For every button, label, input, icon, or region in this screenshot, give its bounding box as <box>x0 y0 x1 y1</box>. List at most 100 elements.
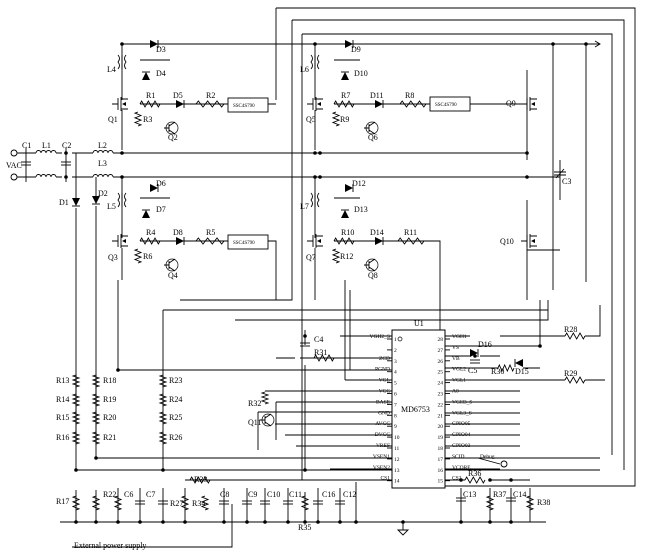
capacitor <box>219 500 229 505</box>
ref-label: R32 <box>248 399 261 408</box>
junction-dot <box>316 520 320 524</box>
ref-label: D7 <box>156 205 166 214</box>
inductor <box>35 174 57 178</box>
capacitor <box>242 500 252 505</box>
capacitor <box>283 500 293 505</box>
junction-dot <box>488 520 492 524</box>
junction-dot <box>138 520 142 524</box>
transistor <box>364 121 379 135</box>
diode <box>150 184 159 192</box>
ic-pin-name: CS2 <box>452 476 462 482</box>
ref-label: Q8 <box>368 271 378 280</box>
ref-label: R23 <box>169 376 182 385</box>
diode <box>72 198 80 207</box>
ref-label: R35 <box>298 523 311 532</box>
ic-pin-name: VGH2_S <box>370 334 390 340</box>
capacitor <box>61 161 71 166</box>
gate-transformer <box>310 54 320 70</box>
ref-label: R3 <box>143 115 152 124</box>
resistor <box>91 431 101 445</box>
resistor <box>71 374 81 388</box>
mosfet <box>307 234 323 248</box>
junction-dot <box>74 520 78 524</box>
junction-dot <box>338 520 342 524</box>
junction-dot <box>313 151 317 155</box>
resistor <box>260 391 270 405</box>
resistor <box>158 431 168 445</box>
junction-dot <box>488 478 492 482</box>
ref-label: C11 <box>289 490 302 499</box>
ref-label: R22 <box>103 490 116 499</box>
ref-label: D3 <box>156 45 166 54</box>
diode <box>375 100 384 108</box>
capacitor <box>456 497 466 502</box>
ic-pin-name: VREF <box>376 443 390 449</box>
ic-pin-name: VGL3_S <box>452 410 472 416</box>
ic-pin-number: 2 <box>394 348 397 354</box>
ic-pin-name: VS <box>452 345 459 351</box>
junction-dot <box>318 175 322 179</box>
ic-pin-number: 19 <box>438 435 444 441</box>
chip-label: SSC4S790 <box>233 104 255 109</box>
ref-label: D16 <box>478 340 492 349</box>
ic-pin-number: 9 <box>394 424 397 430</box>
terminals <box>10 40 601 536</box>
resistor <box>525 495 535 511</box>
ref-label: R14 <box>56 395 69 404</box>
debug-label: Debug <box>480 454 495 460</box>
mosfet <box>112 234 128 248</box>
diode <box>514 359 523 367</box>
ref-label: R37 <box>493 490 506 499</box>
ref-label: R24 <box>169 395 182 404</box>
ref-label: Q11 <box>248 418 261 427</box>
ic-pin-name: AVCC <box>375 421 390 427</box>
ic-pin-number: 4 <box>394 370 397 376</box>
ref-label: Q10 <box>500 237 514 246</box>
ref-label: Q3 <box>108 253 118 262</box>
ic-pin-name: GND <box>378 410 390 416</box>
ic-pin-number: 24 <box>438 381 444 387</box>
resistor <box>195 100 225 108</box>
ref-label: C2 <box>62 141 71 150</box>
capacitor <box>21 161 31 166</box>
ic-pin-number: 18 <box>438 446 444 452</box>
ic-pin-name: GPIO03 <box>452 443 471 449</box>
diode <box>345 184 354 192</box>
ic-pin-number: 23 <box>438 392 444 398</box>
ic-pin-name: DVCC <box>375 432 391 438</box>
ref-label: R19 <box>103 395 116 404</box>
ref-label: R2 <box>206 91 215 100</box>
transistor <box>364 258 379 272</box>
capacitor <box>300 342 310 347</box>
ic-pin-number: 3 <box>394 359 397 365</box>
resistor <box>399 100 427 108</box>
inductor <box>35 150 57 154</box>
ic-pin-number: 26 <box>438 359 444 365</box>
ref-label: R33 <box>194 475 207 484</box>
resistor <box>189 476 211 484</box>
resistor <box>333 237 355 245</box>
junction-dot <box>120 175 124 179</box>
ic-u1-name: MD6753 <box>401 405 430 414</box>
junction-dot <box>318 151 322 155</box>
resistor <box>333 100 355 108</box>
diode <box>142 209 150 218</box>
external-supply-label: External power supply <box>74 541 146 550</box>
resistor <box>91 374 101 388</box>
ic-pin-number: 10 <box>394 435 400 441</box>
junction-dot <box>94 520 98 524</box>
ref-label: D6 <box>156 179 166 188</box>
ic-pin-name: VGL1 <box>452 378 466 384</box>
junction-dot <box>473 354 477 358</box>
ic-pin-number: 11 <box>394 446 400 452</box>
ref-label: R18 <box>103 376 116 385</box>
junction-dot <box>551 42 555 46</box>
resistor <box>331 248 341 264</box>
ic-pin-name: VCORE <box>452 465 471 471</box>
ref-label: D1 <box>59 198 69 207</box>
ref-label: Q2 <box>168 133 178 142</box>
junction-dot <box>459 520 463 524</box>
junction-dot <box>222 520 226 524</box>
